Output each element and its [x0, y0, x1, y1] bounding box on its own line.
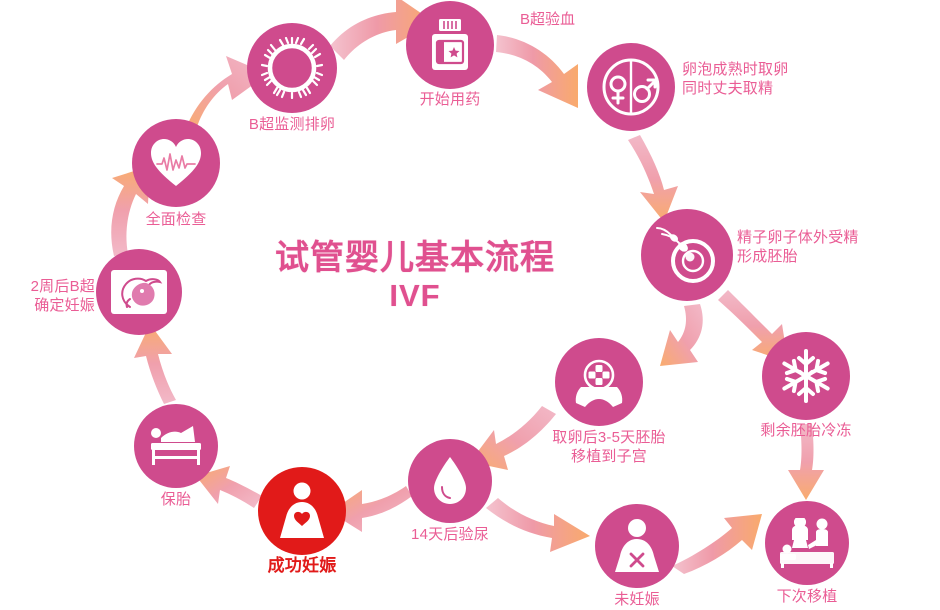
- node-pregnant-label: 成功妊娠: [267, 556, 337, 575]
- node-transfer-disc[interactable]: [555, 338, 643, 426]
- page-title: 试管婴儿基本流程 IVF: [275, 238, 555, 315]
- snowflake-icon: [782, 349, 830, 403]
- node-ultrasound-label: B超监测排卵: [248, 116, 336, 133]
- droplet-icon: [434, 457, 466, 504]
- node-retrieval-disc[interactable]: [587, 43, 675, 131]
- node-transfer-label: 取卵后3-5天胚胎 移植到子宫: [552, 428, 665, 466]
- edge-label-blood-test: B超验血: [520, 11, 576, 28]
- arrow-retrieval-to-fertilize: [628, 135, 678, 222]
- arrow-pregnant-to-maintain: [196, 466, 262, 508]
- node-confirm-label-line2: 确定妊娠: [34, 297, 95, 314]
- page-title-line2: IVF: [389, 278, 441, 314]
- fetal-scan-icon: [111, 270, 167, 314]
- node-medication-disc[interactable]: [406, 1, 494, 89]
- gender-symbols-icon: [602, 58, 660, 116]
- arrow-transfer-to-urine-test: [470, 406, 556, 470]
- node-transfer-label-line1: 取卵后3-5天胚胎: [552, 429, 666, 446]
- patient-bed-icon: [151, 426, 201, 465]
- node-retrieval-label: 卵泡成熟时取卵 同时丈夫取精: [682, 60, 788, 98]
- woman-x-icon: [615, 519, 659, 572]
- node-checkup-disc[interactable]: [132, 119, 220, 207]
- node-next-cycle-label: 下次移植: [776, 588, 838, 605]
- heart-ecg-icon: [151, 139, 201, 186]
- follicle-sun-icon: [261, 37, 323, 99]
- node-retrieval-label-line1: 卵泡成熟时取卵: [682, 61, 789, 78]
- node-maintain-label: 保胎: [160, 491, 192, 508]
- node-maintain-disc[interactable]: [134, 404, 218, 488]
- node-not-pregnant-label: 未妊娠: [614, 591, 660, 608]
- clinic-bed-icon: [780, 518, 834, 568]
- arrow-ultrasound-to-medication: [330, 0, 434, 60]
- node-not-pregnant-disc[interactable]: [595, 504, 679, 588]
- node-transfer-label-line2: 移植到子宫: [570, 448, 648, 465]
- node-fertilize-label-line2: 形成胚胎: [737, 248, 798, 265]
- hands-embryo-icon: [575, 359, 623, 407]
- node-ultrasound-disc[interactable]: [247, 23, 337, 113]
- node-confirm-label: 2周后B超 确定妊娠: [31, 277, 95, 315]
- arrow-freeze-to-next-cycle: [788, 424, 824, 500]
- node-urine-test-disc[interactable]: [408, 439, 492, 523]
- node-retrieval-label-line2: 同时丈夫取精: [682, 80, 774, 97]
- arrow-maintain-to-confirm: [134, 324, 176, 404]
- arrow-urine-test-to-not-pregnant: [486, 498, 590, 552]
- arrow-urine-test-to-pregnant: [330, 486, 412, 532]
- arrow-medication-to-retrieval: [496, 35, 578, 108]
- node-fertilize-label-line1: 精子卵子体外受精: [737, 229, 859, 246]
- arrow-fertilize-to-freeze: [718, 290, 788, 362]
- node-freeze-disc[interactable]: [762, 332, 850, 420]
- arrow-not-pregnant-to-next-cycle: [672, 514, 762, 574]
- node-pregnant-disc[interactable]: [258, 467, 346, 555]
- node-urine-test-label: 14天后验尿: [411, 526, 489, 543]
- node-checkup-label: 全面检查: [145, 211, 207, 228]
- pregnant-woman-icon: [280, 482, 324, 538]
- node-confirm-disc[interactable]: [96, 249, 182, 335]
- node-next-cycle-disc[interactable]: [765, 501, 849, 585]
- node-medication-label: 开始用药: [419, 91, 481, 108]
- node-confirm-label-line1: 2周后B超: [30, 278, 95, 295]
- page-title-line1: 试管婴儿基本流程: [275, 239, 555, 277]
- fertilization-icon: [656, 227, 715, 283]
- medicine-bottle-icon: [432, 19, 468, 70]
- arrow-fertilize-to-transfer: [660, 304, 703, 366]
- node-freeze-label: 剩余胚胎冷冻: [760, 422, 852, 439]
- node-fertilize-disc[interactable]: [641, 209, 733, 301]
- node-fertilize-label: 精子卵子体外受精 形成胚胎: [737, 228, 859, 266]
